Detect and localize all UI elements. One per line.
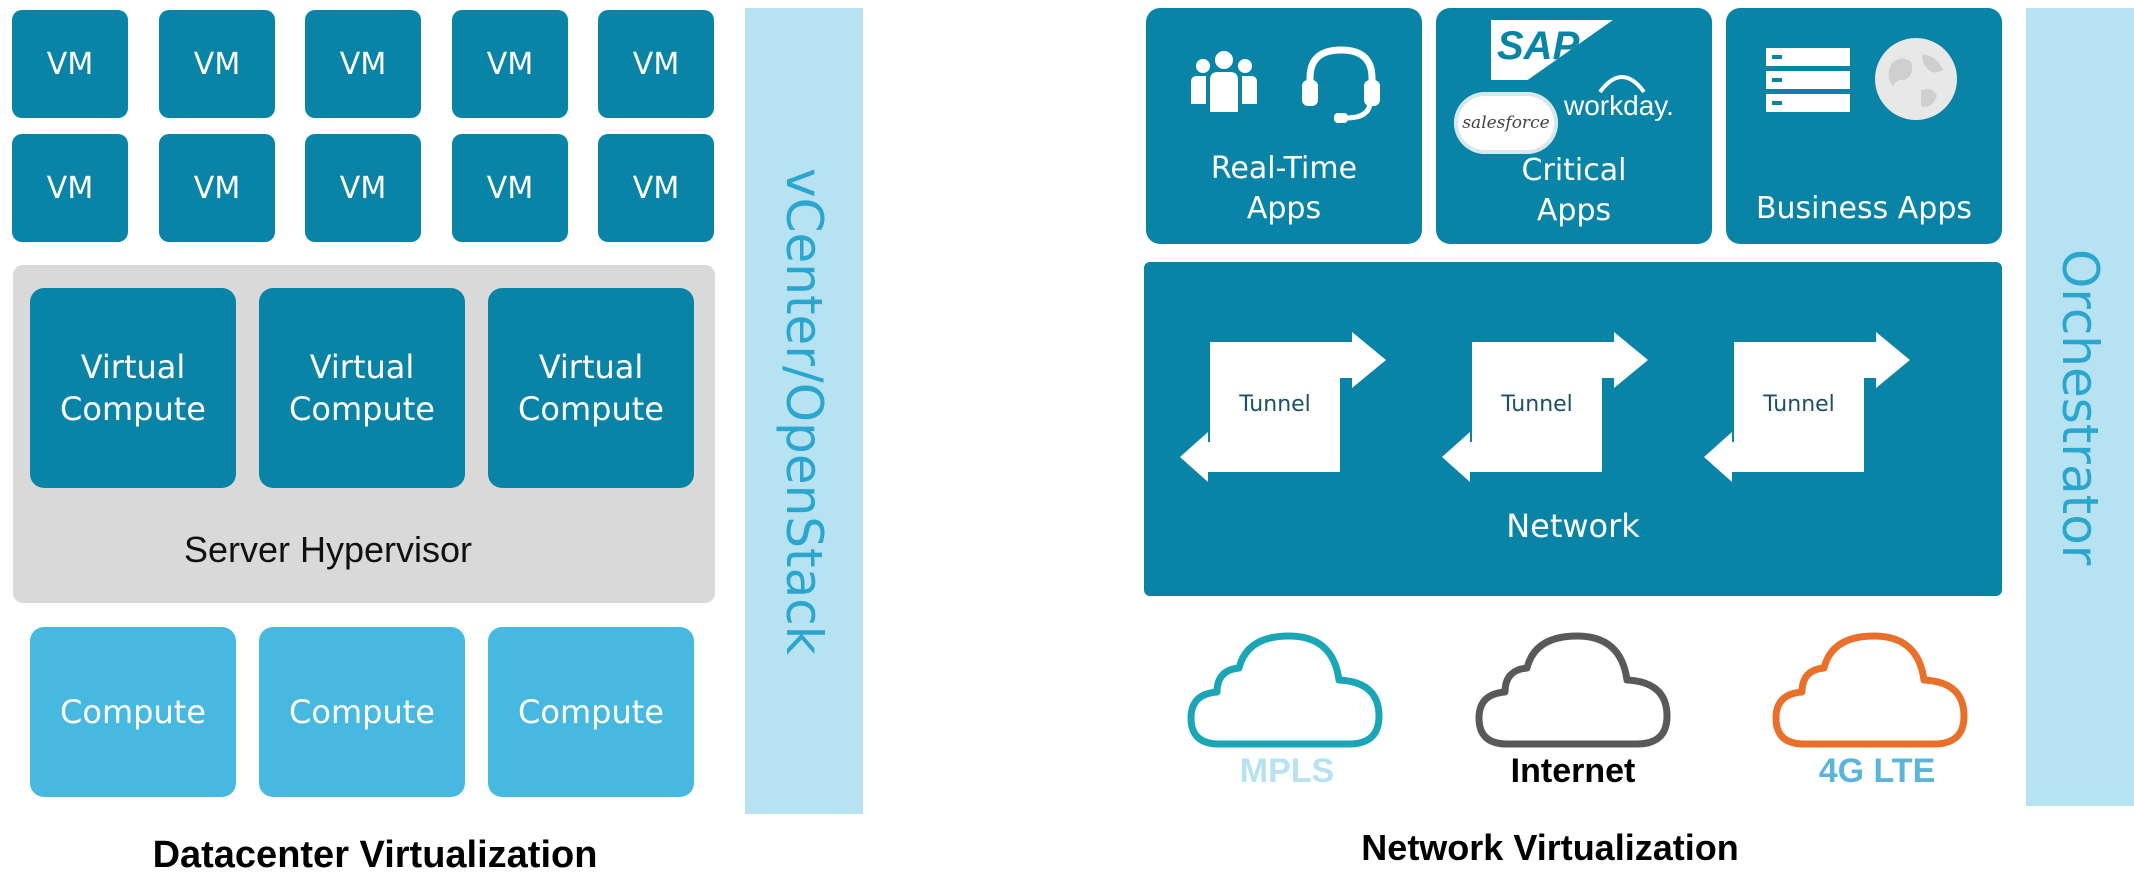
vm-box: VM	[12, 134, 128, 242]
server-hypervisor-panel: Virtual Compute Virtual Compute Virtual …	[13, 265, 715, 603]
vm-label: VM	[193, 46, 241, 82]
internet-label: Internet	[1510, 752, 1636, 790]
vm-box: VM	[598, 10, 714, 118]
vm-box: VM	[12, 10, 128, 118]
vm-box: VM	[598, 134, 714, 242]
business-apps-box: Business Apps	[1726, 8, 2002, 244]
vm-box: VM	[452, 134, 568, 242]
salesforce-logo: salesforce	[1454, 92, 1558, 154]
compute-box: Compute	[259, 627, 465, 797]
vm-box: VM	[159, 134, 275, 242]
vm-label: VM	[632, 170, 680, 206]
compute-box: Compute	[488, 627, 694, 797]
vm-box: VM	[305, 10, 421, 118]
vm-label: VM	[193, 170, 241, 206]
4g-lte-label: 4G LTE	[1818, 752, 1936, 790]
cloud-icon	[1772, 632, 1968, 748]
network-label: Network	[1506, 507, 1640, 545]
virtual-compute-label: Virtual Compute	[289, 348, 435, 428]
compute-label: Compute	[289, 693, 435, 731]
vm-label: VM	[339, 170, 387, 206]
server-hypervisor-label: Server Hypervisor	[183, 529, 473, 570]
workday-arc-icon	[1598, 75, 1646, 94]
vm-label: VM	[486, 170, 534, 206]
realtime-apps-box: Real-Time Apps	[1146, 8, 1422, 244]
business-apps-label: Business Apps	[1755, 191, 1973, 226]
compute-label: Compute	[518, 693, 664, 731]
network-virtualization-title: Network Virtualization	[1361, 827, 1739, 868]
compute-label: Compute	[60, 693, 206, 731]
tunnel-arrow	[1442, 332, 1648, 482]
headset-icon	[1302, 46, 1380, 123]
vm-box: VM	[452, 10, 568, 118]
workday-logo: workday.	[1564, 90, 1674, 121]
critical-apps-label: Critical Apps	[1521, 153, 1627, 228]
tunnel-label: Tunnel	[1501, 391, 1573, 417]
virtual-compute-box: Virtual Compute	[259, 288, 465, 488]
globe-icon	[1875, 38, 1957, 120]
virtual-compute-label: Virtual Compute	[60, 348, 206, 428]
tunnel-arrow	[1704, 332, 1910, 482]
vm-label: VM	[486, 46, 534, 82]
vcenter-openstack-bar: vCenter/OpenStack	[745, 8, 863, 814]
tunnel-label: Tunnel	[1239, 391, 1311, 417]
vm-label: VM	[46, 46, 94, 82]
orchestrator-bar: Orchestrator	[2026, 8, 2134, 806]
datacenter-virtualization-title: Datacenter Virtualization	[152, 833, 598, 876]
critical-apps-box: SAP workday. salesforce Critical Apps	[1436, 8, 1712, 244]
cloud-icon	[1475, 632, 1671, 748]
mpls-label: MPLS	[1239, 752, 1335, 790]
vm-box: VM	[305, 134, 421, 242]
compute-box: Compute	[30, 627, 236, 797]
vcenter-openstack-label: vCenter/OpenStack	[775, 167, 833, 655]
tunnel-label: Tunnel	[1763, 391, 1835, 417]
orchestrator-label: Orchestrator	[2051, 248, 2109, 566]
tunnel-arrows-graphic	[1180, 332, 1910, 482]
cloud-icon	[1187, 632, 1383, 748]
virtual-compute-box: Virtual Compute	[488, 288, 694, 488]
network-panel: Tunnel Tunnel Tunnel Network	[1144, 262, 2002, 596]
realtime-apps-label: Real-Time Apps	[1210, 151, 1358, 226]
vm-label: VM	[632, 46, 680, 82]
vm-label: VM	[46, 170, 94, 206]
server-stack-icon	[1766, 48, 1850, 112]
vm-label: VM	[339, 46, 387, 82]
virtual-compute-label: Virtual Compute	[518, 348, 664, 428]
virtual-compute-box: Virtual Compute	[30, 288, 236, 488]
people-group-icon	[1191, 51, 1257, 112]
vm-box: VM	[159, 10, 275, 118]
tunnel-arrow	[1180, 332, 1386, 482]
